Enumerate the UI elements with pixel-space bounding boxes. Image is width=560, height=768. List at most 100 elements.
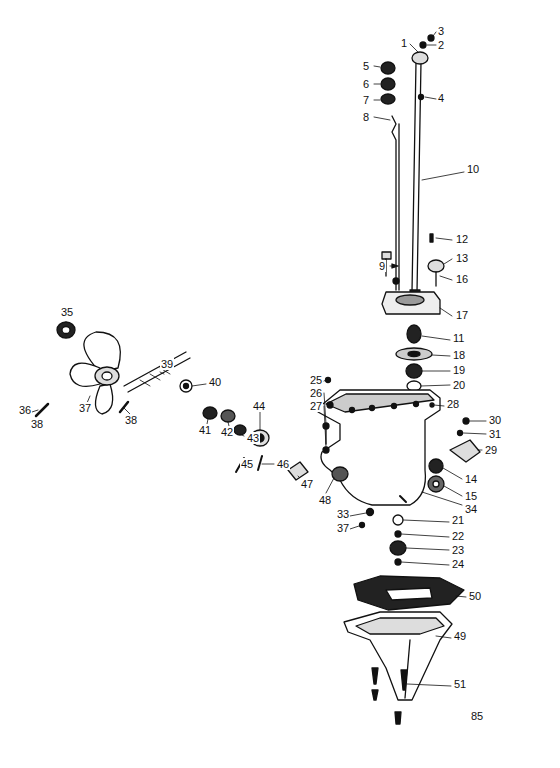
callout-number: 23 <box>451 544 465 556</box>
leader-lines <box>240 434 244 436</box>
callout-number: 24 <box>451 558 465 570</box>
callout-number: 18 <box>452 349 466 361</box>
skeg-screws <box>372 668 378 684</box>
callout-number: 85 <box>470 710 484 722</box>
callout-number: 33 <box>336 508 350 520</box>
leader-lines <box>260 412 261 430</box>
callout-number: 38 <box>30 418 44 430</box>
leader-lines <box>324 406 326 447</box>
seal-stack <box>381 62 395 104</box>
leader-lines <box>32 32 486 686</box>
callout-number: 40 <box>208 376 222 388</box>
small-hardware <box>382 234 444 286</box>
leader-lines <box>422 492 462 505</box>
small-hardware <box>430 234 433 242</box>
gasket <box>354 576 464 610</box>
callout-number: 36 <box>18 404 32 416</box>
gearcase-housing <box>318 390 440 505</box>
shaft-parts <box>180 380 192 392</box>
propeller <box>62 327 70 334</box>
shaft-parts <box>184 384 189 389</box>
callout-number: 16 <box>455 273 469 285</box>
leader-lines <box>433 32 436 36</box>
leader-lines <box>410 44 418 52</box>
callout-number: 49 <box>453 630 467 642</box>
skeg <box>344 612 452 700</box>
side-parts <box>430 403 434 407</box>
seal-stack <box>381 78 395 90</box>
shaft-parts <box>203 407 217 419</box>
propeller <box>95 384 112 414</box>
leader-lines <box>478 450 482 451</box>
leader-lines <box>440 308 452 316</box>
shift-rod <box>392 116 399 290</box>
leader-lines <box>421 385 450 386</box>
leader-lines <box>432 355 450 356</box>
drain-screws <box>360 509 374 528</box>
leader-lines <box>425 97 436 99</box>
callout-number: 38 <box>124 414 138 426</box>
propeller <box>57 322 120 414</box>
gear-parts <box>288 462 348 481</box>
drain-screws <box>360 523 365 528</box>
leader-lines <box>463 433 486 434</box>
leader-lines <box>407 684 451 686</box>
gasket <box>354 576 464 610</box>
callout-number: 4 <box>437 92 445 104</box>
callout-number: 48 <box>318 494 332 506</box>
gearcase-housing <box>400 496 406 502</box>
callout-number: 43 <box>246 432 260 444</box>
callout-number: 41 <box>198 424 212 436</box>
callout-number: 37 <box>336 522 350 534</box>
leader-lines <box>374 117 390 120</box>
shaft-parts <box>180 380 269 472</box>
side-parts <box>458 431 463 436</box>
small-hardware <box>393 278 399 284</box>
leader-lines <box>401 534 449 537</box>
leader-lines <box>192 384 206 386</box>
callout-number: 51 <box>453 678 467 690</box>
callout-number: 34 <box>464 503 478 515</box>
shaft-top-parts <box>412 52 428 64</box>
leader-lines <box>422 336 450 340</box>
pump-housing <box>382 292 440 314</box>
small-hardware <box>435 272 436 286</box>
callout-number: 25 <box>309 374 323 386</box>
gasket <box>386 588 432 600</box>
lower-shaft-stack <box>395 531 401 537</box>
callout-number: 5 <box>362 60 370 72</box>
callout-number: 42 <box>220 426 234 438</box>
shift-rod <box>398 124 399 290</box>
leader-lines <box>444 259 452 264</box>
propeller <box>102 372 112 380</box>
impeller-stack <box>396 348 432 360</box>
pump-housing <box>382 292 440 314</box>
gearcase-housing <box>414 402 419 407</box>
shaft-parts <box>258 456 262 470</box>
callout-number: 12 <box>455 233 469 245</box>
callout-number: 22 <box>451 530 465 542</box>
propeller <box>95 367 119 385</box>
side-parts <box>433 481 439 487</box>
seal-stack <box>381 94 395 104</box>
leader-lines <box>456 596 466 597</box>
callout-number: 7 <box>362 94 370 106</box>
gearcase-housing <box>327 402 333 408</box>
callout-number: 1 <box>400 37 408 49</box>
callout-number: 50 <box>468 590 482 602</box>
callout-number: 27 <box>309 400 323 412</box>
callout-number: 21 <box>451 514 465 526</box>
shaft-parts <box>234 425 246 435</box>
leader-lines <box>350 526 359 529</box>
leader-lines <box>324 380 326 381</box>
callout-number: 8 <box>362 111 370 123</box>
callout-number: 10 <box>466 163 480 175</box>
callout-number: 44 <box>252 400 266 412</box>
leader-lines <box>350 513 366 516</box>
leader-lines <box>326 478 334 493</box>
callout-number: 20 <box>452 379 466 391</box>
leader-lines <box>469 421 486 422</box>
leader-lines <box>422 172 464 180</box>
